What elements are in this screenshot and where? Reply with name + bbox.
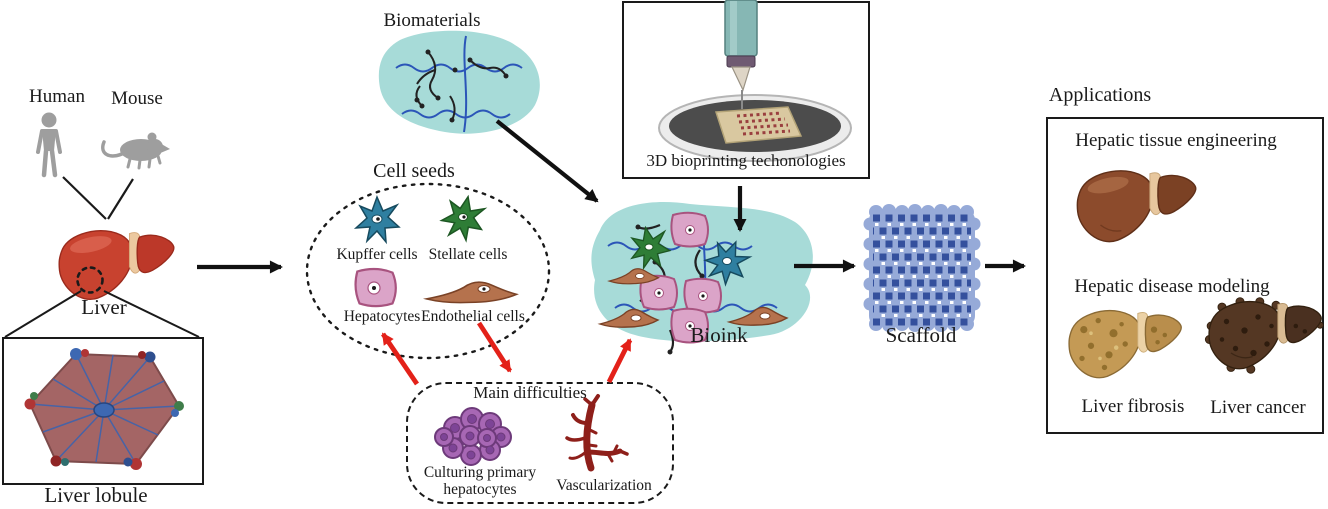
applications-box — [1046, 117, 1324, 434]
flow-arrows — [197, 119, 1026, 274]
tissue-engineering-label: Hepatic tissue engineering — [1075, 130, 1277, 151]
source-to-liver-lines — [62, 176, 134, 220]
bioink-endothelial-cells — [597, 268, 789, 328]
cell-seeds-ellipse — [305, 182, 551, 360]
liver-zoom-dashed-circle — [76, 266, 104, 294]
disease-modeling-label: Hepatic disease modeling — [1074, 276, 1270, 297]
stellate-cells-label: Stellate cells — [428, 246, 508, 263]
bioink-label: Bioink — [690, 323, 748, 347]
vascularization-illustration — [565, 394, 629, 472]
kupffer-cell-icon — [353, 194, 401, 245]
fibrosis-liver-illustration — [1068, 310, 1182, 379]
endothelial-cells-label: Endothelial cells — [421, 308, 525, 325]
difficulties-box — [406, 382, 674, 504]
liver-fibrosis-label: Liver fibrosis — [1081, 396, 1185, 417]
biomaterials-label: Biomaterials — [383, 10, 481, 31]
arrow-difficulties-to-hepatocytes — [381, 332, 419, 386]
arrow-difficulties-to-bioink — [606, 338, 633, 384]
bioink-illustration — [591, 201, 813, 355]
liver-lobule-box — [2, 337, 204, 485]
scaffold-illustration — [863, 204, 981, 332]
mouse-label: Mouse — [111, 88, 163, 109]
liver-label: Liver — [81, 295, 127, 319]
arrow-biomaterials-to-bioink — [495, 119, 599, 203]
culturing-label: Culturing primary hepatocytes — [423, 464, 537, 499]
bioink-hepatocytes — [639, 211, 722, 344]
hepatocyte-icon — [354, 267, 397, 308]
vascularization-label: Vascularization — [556, 477, 652, 494]
difficulty-arrows — [381, 321, 633, 386]
stellate-cell-icon — [439, 194, 488, 243]
endothelial-cell-icon — [422, 281, 519, 304]
liver-lobule-illustration — [24, 348, 184, 470]
arrow-endothelial-to-difficulties — [476, 321, 513, 373]
cell-seeds-title: Cell seeds — [373, 160, 455, 182]
cancer-liver-illustration — [1204, 297, 1324, 374]
healthy-liver-illustration — [1076, 170, 1197, 243]
liver-illustration — [58, 230, 175, 300]
human-icon — [36, 112, 62, 178]
liver-lobule-label: Liver lobule — [44, 483, 148, 507]
mouse-icon — [101, 132, 170, 170]
biomaterials-illustration — [378, 30, 540, 134]
human-label: Human — [29, 86, 85, 107]
bioprinting-label: 3D bioprinting techonologies — [646, 151, 846, 170]
liver-to-lobule-lines — [4, 290, 200, 338]
bioprinter-illustration — [658, 0, 852, 162]
kupffer-cells-label: Kupffer cells — [336, 246, 418, 263]
applications-title: Applications — [1048, 84, 1152, 106]
difficulties-title: Main difficulties — [473, 383, 587, 402]
liver-cancer-label: Liver cancer — [1210, 397, 1306, 418]
cell-cluster-illustration — [434, 407, 512, 466]
hepatocytes-label: Hepatocytes — [343, 308, 421, 325]
scaffold-label: Scaffold — [885, 323, 957, 347]
